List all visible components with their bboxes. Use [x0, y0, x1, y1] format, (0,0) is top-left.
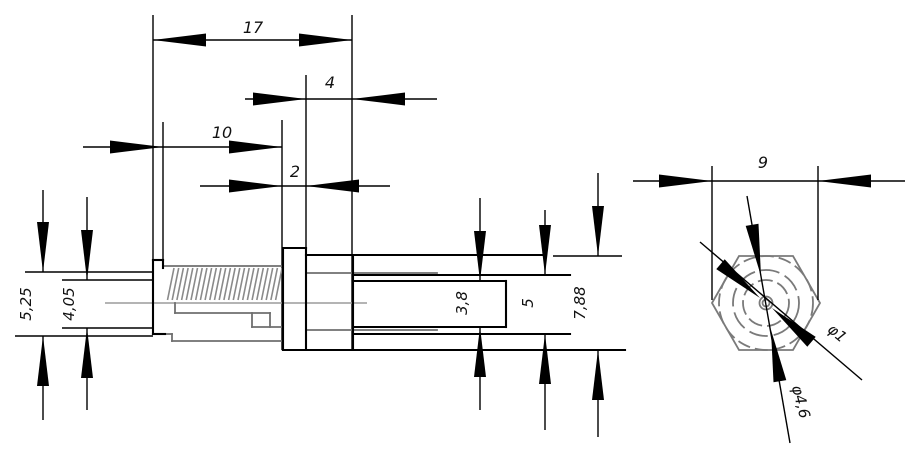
dim-3-8-label: 3,8 — [453, 291, 471, 315]
dim-4-label: 4 — [325, 73, 335, 92]
dim-10-label: 10 — [212, 123, 232, 142]
dim-dia-4-6-label: φ4,6 — [788, 383, 814, 420]
dim-7-88: 7,88 — [571, 173, 604, 437]
part-outline-secondary — [105, 265, 438, 342]
dim-4-05: 4,05 — [60, 197, 93, 410]
dim-5: 5 — [519, 210, 551, 430]
dim-9-label: 9 — [758, 153, 768, 172]
dim-2-label: 2 — [290, 162, 300, 181]
dim-5-label: 5 — [519, 298, 537, 308]
end-view: 9 φ1 φ4,6 — [633, 153, 905, 444]
dim-9: 9 — [633, 153, 905, 300]
dim-dia-1: φ1 — [699, 241, 863, 381]
dim-4: 4 — [245, 73, 437, 106]
dim-17: 17 — [153, 18, 352, 47]
dim-2: 2 — [200, 162, 390, 193]
dim-7-88-label: 7,88 — [571, 286, 589, 319]
side-view: 17 4 10 2 5,25 — [15, 15, 627, 437]
dim-10: 10 — [83, 123, 282, 154]
dim-dia-1-label: φ1 — [824, 320, 850, 346]
dim-dia-4-6: φ4,6 — [745, 195, 814, 444]
dim-3-8: 3,8 — [453, 198, 486, 410]
dim-17-label: 17 — [243, 18, 264, 37]
dim-4-05-label: 4,05 — [60, 287, 78, 320]
thread-hatch — [166, 267, 283, 301]
dim-5-25: 5,25 — [17, 190, 49, 420]
dim-5-25-label: 5,25 — [17, 287, 35, 320]
